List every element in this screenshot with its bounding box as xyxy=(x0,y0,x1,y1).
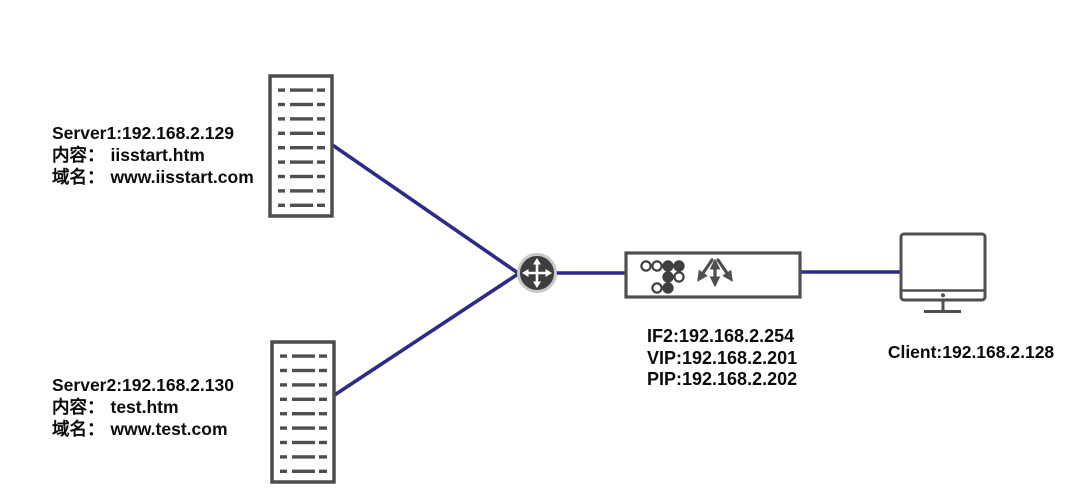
link-server2-hub xyxy=(328,272,520,400)
server-rack-icon xyxy=(268,74,334,218)
server-rack-icon xyxy=(270,340,336,484)
client-label: Client:192.168.2.128 xyxy=(887,342,1055,362)
network-links xyxy=(328,142,905,400)
lb-if2: IF2:192.168.2.254 xyxy=(647,326,795,346)
crossroad-hub-icon xyxy=(517,253,557,293)
lb-pip: PIP:192.168.2.202 xyxy=(647,369,798,389)
server2-content-label: 内容： xyxy=(52,397,105,417)
distribute-arrows-icon xyxy=(697,258,733,288)
server1-name: Server1:192.168.2.129 xyxy=(52,123,234,143)
server2-domain-label: 域名： xyxy=(52,419,105,439)
load-balancer-icon xyxy=(624,251,802,299)
server2-domain-value: www.test.com xyxy=(110,419,228,439)
load-balancer-label: IF2:192.168.2.254 VIP:192.168.2.201 PIP:… xyxy=(647,326,797,391)
server1-label: Server1:192.168.2.129 内容：iisstart.htm 域名… xyxy=(52,122,254,188)
server1-domain-line: 域名：www.iisstart.com xyxy=(52,166,254,188)
server1-domain-value: www.iisstart.com xyxy=(110,167,254,187)
server2-content-value: test.htm xyxy=(110,397,179,417)
server2-domain-line: 域名：www.test.com xyxy=(52,418,234,440)
lb-vip: VIP:192.168.2.201 xyxy=(647,347,798,368)
server2-content-line: 内容：test.htm xyxy=(52,396,234,418)
data-dots-icon xyxy=(640,260,685,294)
server1-content-line: 内容：iisstart.htm xyxy=(52,144,254,166)
monitor-icon xyxy=(899,232,987,313)
server1-content-value: iisstart.htm xyxy=(110,145,205,165)
server1-content-label: 内容： xyxy=(52,145,105,165)
server2-name: Server2:192.168.2.130 xyxy=(52,375,234,395)
server1-domain-label: 域名： xyxy=(52,167,105,187)
link-server1-hub xyxy=(329,142,520,275)
server2-label: Server2:192.168.2.130 内容：test.htm 域名：www… xyxy=(52,374,234,440)
